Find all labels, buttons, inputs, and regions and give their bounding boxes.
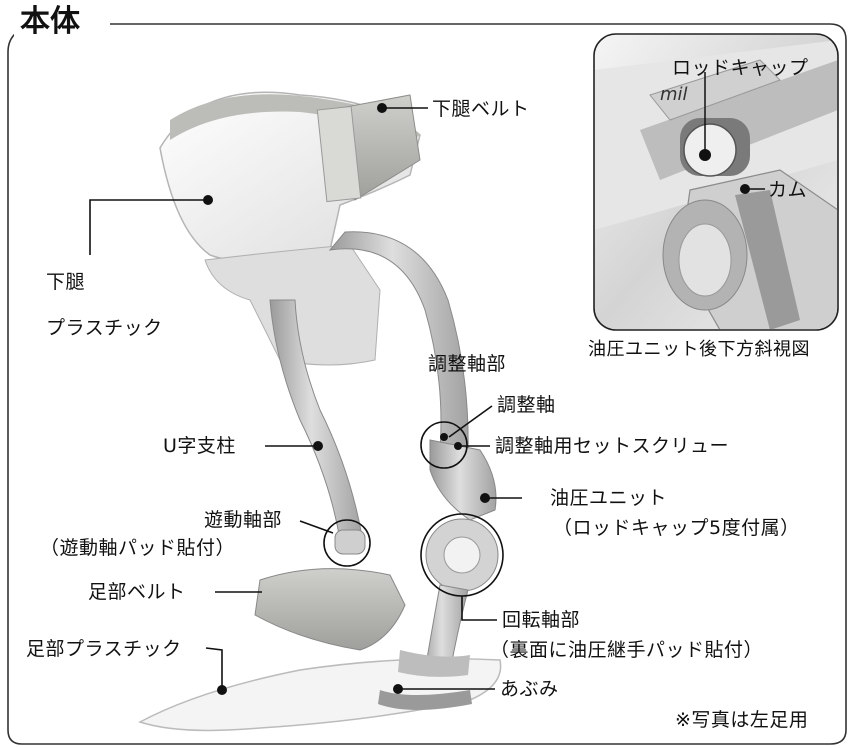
label-hydraulic-unit-note: （ロッドキャップ5度付属） [553,517,800,539]
svg-text:mil: mil [660,84,688,105]
label-lower-leg-belt: 下腿ベルト [432,98,530,120]
label-free-shaft-part: 遊動軸部 [204,509,283,531]
foot-belt-shape [254,568,406,651]
label-rotation-shaft: 回転軸部 [502,609,581,631]
label-hydraulic-unit: 油圧ユニット [550,487,668,509]
leader-lines [89,107,522,690]
label-foot-belt: 足部ベルト [88,581,186,603]
orthosis-photo [138,91,502,732]
label-lower-leg-plastic-line2: プラスチック [46,317,163,339]
stirrup-shape [378,690,472,710]
inset-caption: 油圧ユニット後下方斜視図 [588,339,810,360]
label-adjust-shaft: 調整軸 [497,394,556,416]
label-adjust-set-screw: 調整軸用セットスクリュー [495,435,730,457]
note-left-foot: ※写真は左足用 [675,709,809,731]
rod-cap-shape [683,123,737,177]
label-cam: カム [768,179,808,201]
foot-plastic-shape [138,658,502,732]
hydraulic-unit-shape [429,439,497,521]
label-free-shaft-note: （遊動軸パッド貼付） [40,537,236,559]
diagram-title: 本体 [14,2,86,42]
label-rotation-shaft-note: （裏面に油圧継手パッド貼付） [490,639,764,661]
label-stirrup: あぶみ [500,678,559,700]
leader-dots [203,103,490,695]
label-u-strut: U字支柱 [163,435,236,457]
label-adjust-shaft-part: 調整軸部 [428,353,507,375]
label-rod-cap: ロッドキャップ [672,57,809,79]
label-foot-plastic: 足部プラスチック [26,638,182,660]
outer-frame [7,23,847,745]
label-lower-leg-plastic-line1: 下腿 [46,271,86,293]
inset-photo: mil [593,33,839,331]
